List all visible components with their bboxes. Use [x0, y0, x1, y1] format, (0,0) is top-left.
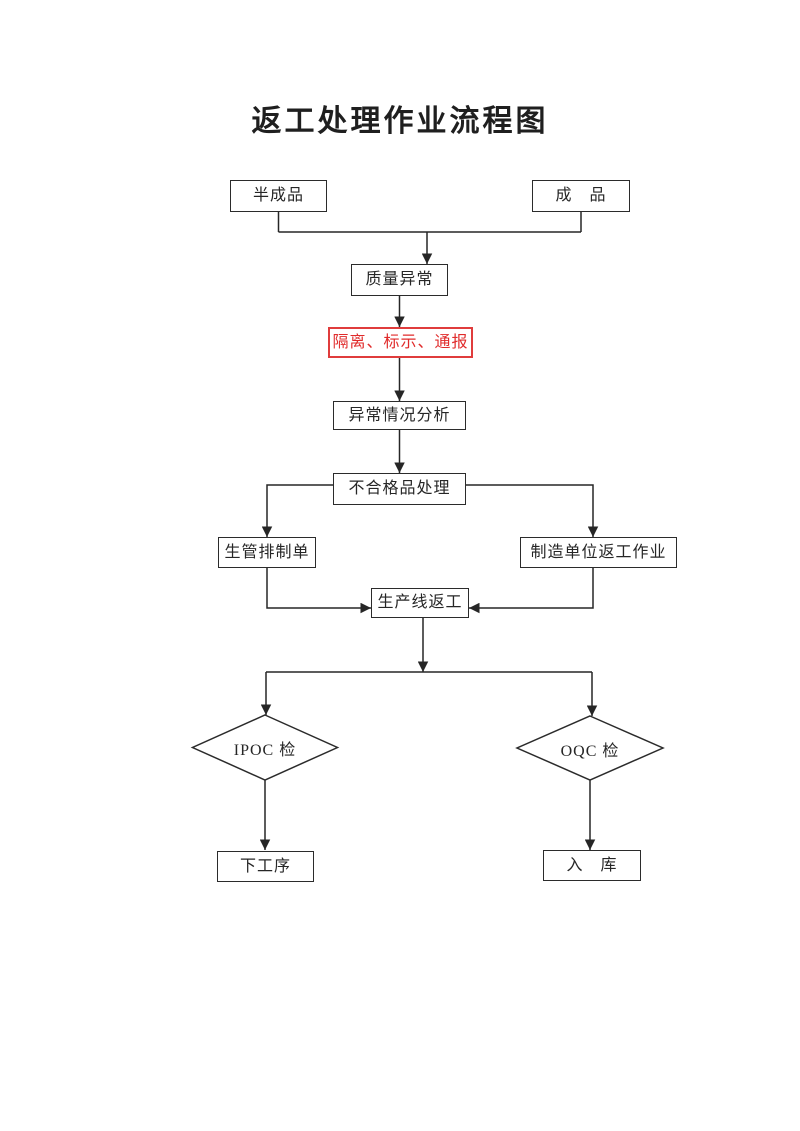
node-nonconforming-handling: 不合格品处理: [333, 473, 466, 505]
ipoc-check-diamond: [190, 714, 340, 781]
node-production-control-order: 生管排制单: [218, 537, 316, 568]
arrow-right-into-line-rework: [469, 568, 594, 614]
node-ipoc-check-label: IPOC 检: [233, 741, 297, 759]
node-semi-finished: 半成品: [230, 180, 327, 212]
node-finished: 成 品: [532, 180, 630, 212]
node-production-line-rework: 生产线返工: [371, 588, 469, 618]
oqc-check-diamond: [515, 715, 665, 781]
node-isolate-mark-notify: 隔离、标示、通报: [328, 327, 473, 358]
arrow-into-production-control-order: [261, 484, 333, 537]
node-abnormal-analysis: 异常情况分析: [333, 401, 466, 430]
node-oqc-check-label: OQC 检: [560, 742, 620, 760]
node-next-process: 下工序: [217, 851, 314, 882]
page-title: 返工处理作业流程图: [251, 105, 549, 138]
node-manufacturing-unit-rework: 制造单位返工作业: [520, 537, 677, 568]
arrow-into-manufacturing-rework: [466, 484, 599, 537]
arrow-left-into-line-rework: [266, 568, 371, 614]
node-warehouse: 入 库: [543, 850, 641, 881]
node-quality-abnormal: 质量异常: [351, 264, 448, 296]
